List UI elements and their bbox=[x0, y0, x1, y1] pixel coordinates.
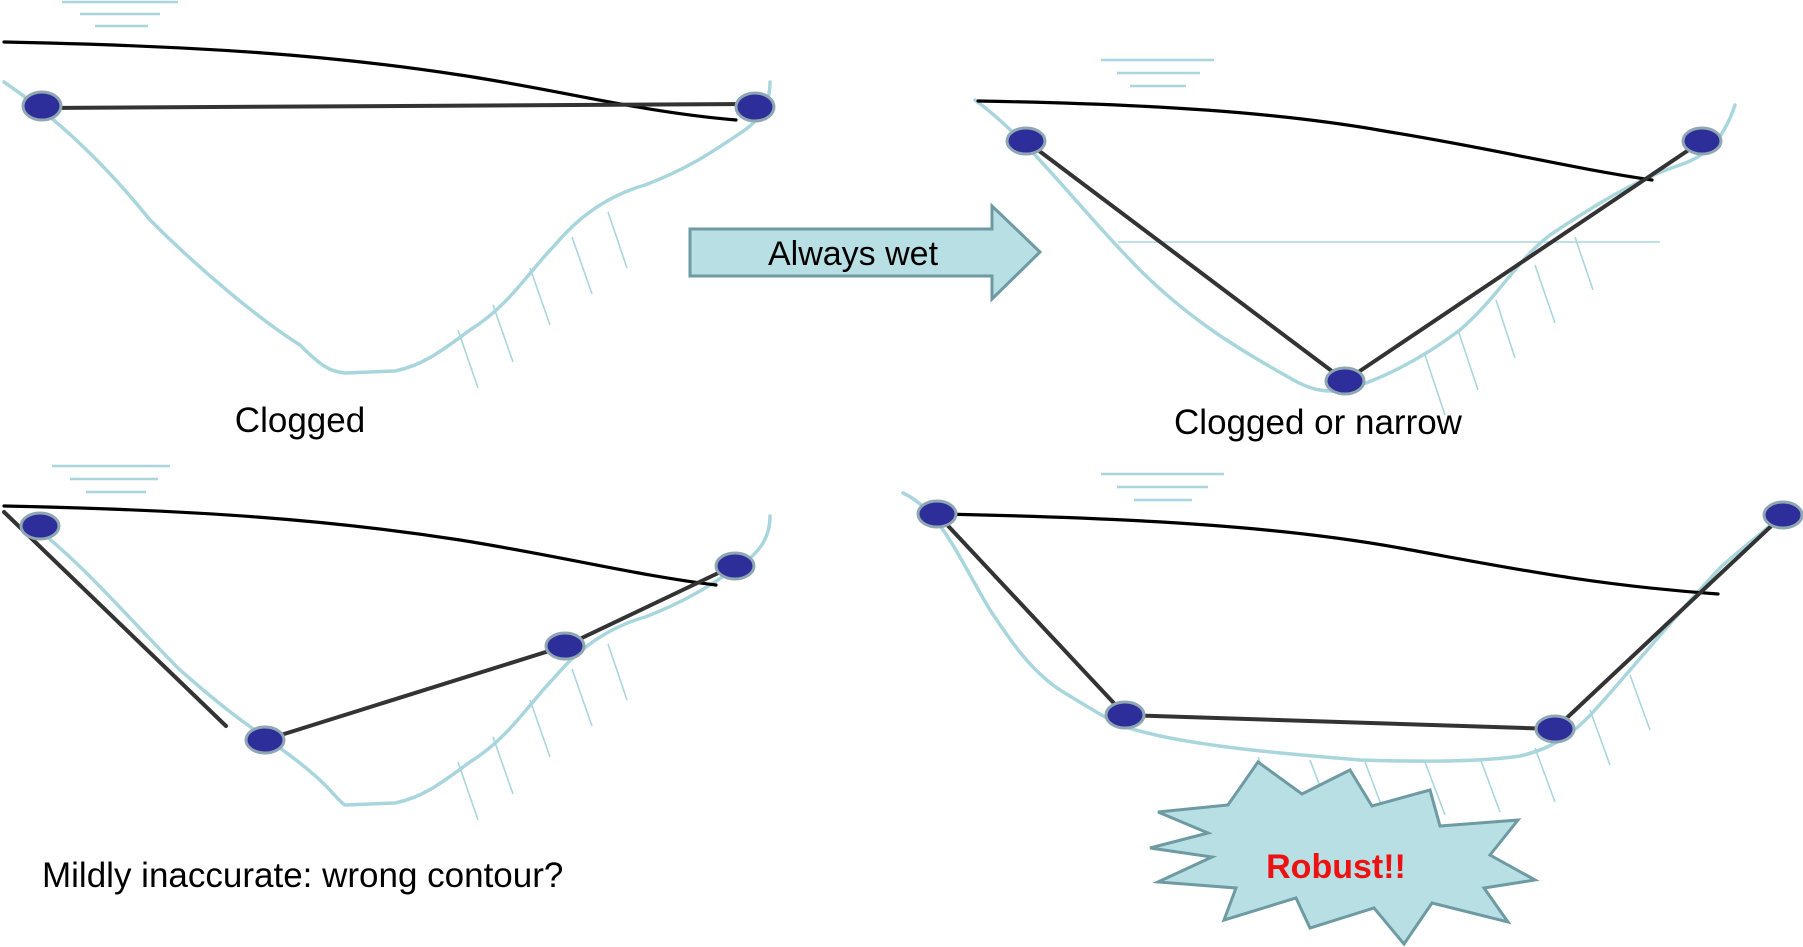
panel-caption: Clogged bbox=[235, 401, 365, 440]
sensor-node bbox=[21, 90, 63, 122]
water-surface-line bbox=[2, 40, 738, 122]
water-level-symbol bbox=[62, 0, 178, 28]
water-surface-line bbox=[2, 504, 718, 587]
burst-shape bbox=[1149, 759, 1540, 947]
panel-bottom-left: Mildly inaccurate: wrong contour? bbox=[2, 464, 772, 895]
bank-hatching bbox=[1424, 236, 1594, 416]
bank-hatching bbox=[457, 643, 628, 821]
sensor-node bbox=[714, 551, 756, 581]
sensor-node bbox=[1324, 366, 1366, 396]
water-level-symbol bbox=[1101, 58, 1214, 88]
always-wet-arrow: Always wet bbox=[688, 202, 1043, 303]
bank-hatching bbox=[457, 211, 628, 389]
panel-bottom-right: Robust!! bbox=[901, 472, 1803, 947]
sensor-node bbox=[734, 91, 776, 123]
sensor-node bbox=[1534, 714, 1576, 744]
sensor-node bbox=[1005, 126, 1047, 156]
arrow-label: Always wet bbox=[768, 235, 939, 273]
pipe bbox=[563, 564, 735, 648]
channel-cross-section bbox=[973, 98, 1737, 393]
channel-cross-section bbox=[2, 80, 772, 375]
panel-caption: Clogged or narrow bbox=[1174, 403, 1463, 442]
sensor-node bbox=[19, 511, 61, 541]
pipe bbox=[1123, 713, 1557, 731]
pipe bbox=[1343, 139, 1704, 383]
sensor-node bbox=[916, 499, 958, 529]
sensor-node bbox=[1762, 500, 1803, 530]
pipe bbox=[1024, 139, 1347, 383]
panel-caption: Mildly inaccurate: wrong contour? bbox=[42, 856, 563, 895]
robust-burst-callout: Robust!! bbox=[1149, 759, 1540, 947]
pipe bbox=[1553, 513, 1785, 731]
water-surface-line bbox=[976, 99, 1654, 182]
sensor-node bbox=[1104, 700, 1146, 730]
sensor-node bbox=[1681, 126, 1723, 156]
pipe bbox=[40, 102, 754, 110]
pipe bbox=[263, 644, 567, 742]
pipe bbox=[2, 510, 228, 728]
sensor-node bbox=[544, 631, 586, 661]
water-level-symbol bbox=[52, 464, 170, 494]
pipe bbox=[935, 512, 1127, 717]
water-surface-line bbox=[935, 512, 1720, 596]
water-level-symbol bbox=[1101, 472, 1224, 502]
arrow-shape bbox=[688, 202, 1043, 303]
channel-cross-section bbox=[26, 514, 772, 807]
sensor-node bbox=[244, 725, 286, 755]
panel-top-left: Clogged bbox=[2, 0, 776, 440]
burst-label: Robust!! bbox=[1266, 848, 1406, 886]
panel-top-right: Clogged or narrow bbox=[973, 58, 1737, 442]
